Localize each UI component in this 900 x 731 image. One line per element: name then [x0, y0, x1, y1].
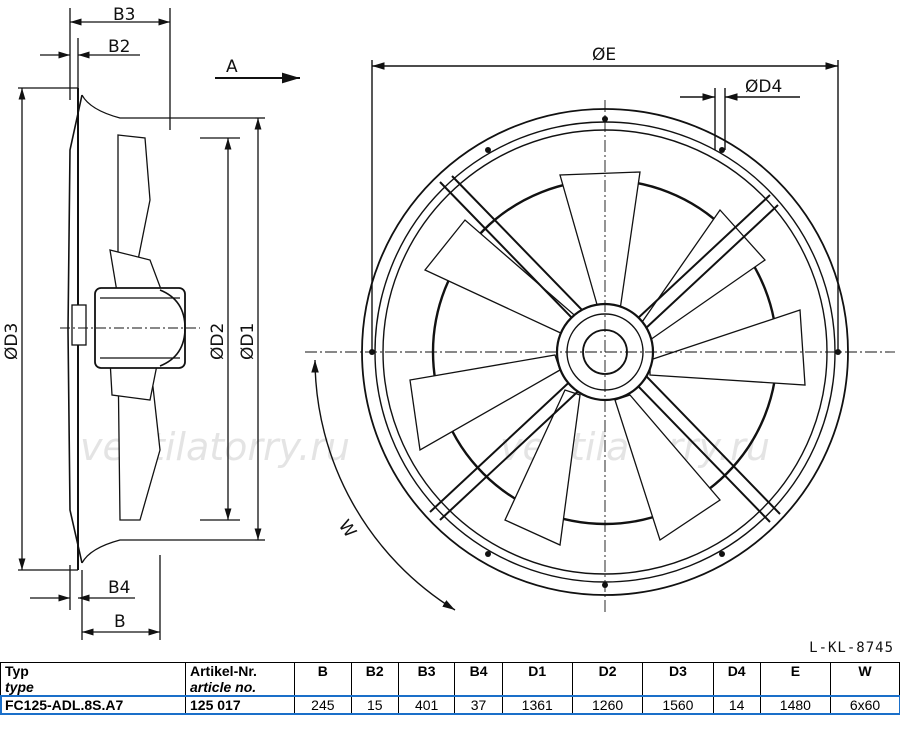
cell-d2: 1260	[571, 695, 644, 714]
technical-drawing: ventilatorry.ru ventilatorry.ru	[2, 5, 895, 640]
header-d2: D2	[571, 662, 644, 696]
header-d3: D3	[642, 662, 714, 696]
front-view	[305, 60, 895, 615]
label-d3: ØD3	[2, 323, 22, 360]
cell-d1: 1361	[501, 695, 573, 714]
cell-e: 1480	[759, 695, 832, 714]
cell-d3: 1560	[642, 695, 714, 714]
cell-d4: 14	[712, 695, 761, 714]
mounting-holes	[369, 116, 841, 588]
label-b: B	[114, 612, 126, 632]
label-b3: B3	[113, 5, 135, 25]
header-b4: B4	[454, 662, 503, 696]
drawing-code: L-KL-8745	[809, 640, 894, 656]
table-row[interactable]: FC125-ADL.8S.A7 125 017 245 15 401 37 13…	[0, 694, 900, 715]
label-w: W	[334, 516, 360, 541]
header-b: B	[294, 662, 352, 696]
cell-article: 125 017	[185, 695, 295, 714]
label-e: ØE	[592, 45, 616, 65]
label-b4: B4	[108, 578, 130, 598]
cell-b4: 37	[454, 695, 503, 714]
header-b2: B2	[350, 662, 399, 696]
side-view	[18, 8, 300, 640]
label-d1: ØD1	[238, 323, 258, 360]
header-d1: D1	[501, 662, 573, 696]
header-w: W	[830, 662, 900, 696]
label-b2: B2	[108, 37, 130, 57]
label-d4: ØD4	[745, 77, 782, 97]
cell-b2: 15	[350, 695, 399, 714]
cell-w: 6x60	[830, 695, 900, 714]
header-d4: D4	[712, 662, 761, 696]
header-e: E	[759, 662, 832, 696]
cell-b: 245	[294, 695, 352, 714]
header-article: Artikel-Nr.article no.	[185, 662, 295, 696]
cell-type: FC125-ADL.8S.A7	[0, 695, 186, 714]
label-a: A	[226, 57, 238, 77]
header-b3: B3	[397, 662, 456, 696]
cell-b3: 401	[397, 695, 456, 714]
label-d2: ØD2	[208, 323, 228, 360]
